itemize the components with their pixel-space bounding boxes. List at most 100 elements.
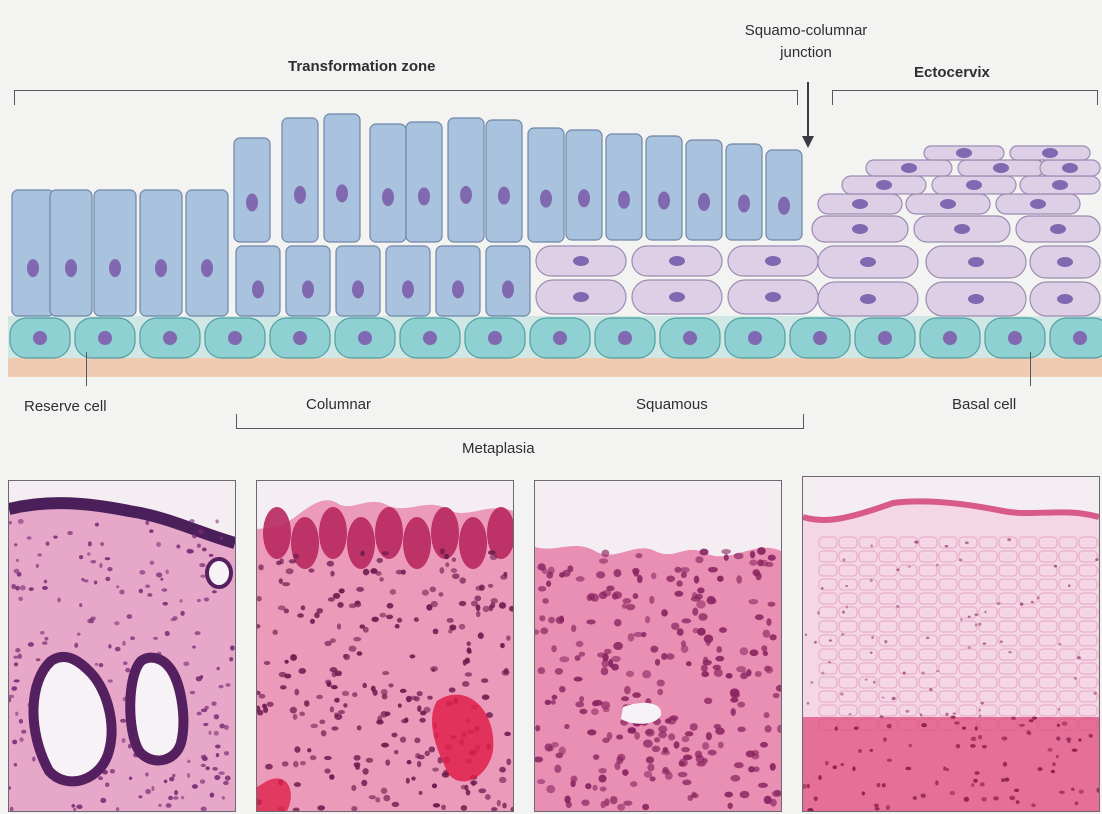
stained-nucleus xyxy=(328,597,335,601)
stained-nucleus xyxy=(649,596,654,604)
stained-nucleus xyxy=(284,660,288,664)
stained-nucleus xyxy=(571,625,576,633)
stained-nucleus xyxy=(724,554,729,561)
nucleus xyxy=(940,199,956,209)
stained-nucleus xyxy=(846,606,848,609)
stained-nucleus xyxy=(79,555,83,559)
stained-nucleus xyxy=(211,701,216,706)
stained-nucleus xyxy=(127,614,133,619)
nucleus xyxy=(252,280,264,298)
stained-nucleus xyxy=(542,598,549,604)
stained-nucleus xyxy=(770,763,776,771)
columnar-cell xyxy=(12,190,54,316)
stained-nucleus xyxy=(545,700,551,705)
nucleus xyxy=(748,331,762,345)
stained-nucleus xyxy=(607,732,613,740)
stained-nucleus xyxy=(680,567,690,573)
stained-nucleus xyxy=(149,529,153,533)
stained-nucleus xyxy=(32,756,35,761)
stained-nucleus xyxy=(478,632,484,639)
stained-nucleus xyxy=(724,792,733,798)
stained-nucleus xyxy=(731,691,740,698)
stained-nucleus xyxy=(187,760,190,764)
stained-nucleus xyxy=(357,725,362,730)
stained-nucleus xyxy=(686,661,692,666)
stained-nucleus xyxy=(179,599,182,603)
stained-nucleus xyxy=(1072,748,1078,751)
stained-nucleus xyxy=(1005,778,1010,782)
stained-nucleus xyxy=(665,772,673,780)
stained-nucleus xyxy=(758,783,768,788)
stained-nucleus xyxy=(875,807,880,811)
nucleus xyxy=(1052,180,1068,190)
stained-nucleus xyxy=(87,552,91,556)
stained-nucleus xyxy=(576,641,584,647)
stained-nucleus xyxy=(951,716,956,719)
stained-nucleus xyxy=(452,557,456,562)
stained-nucleus xyxy=(222,796,225,799)
stained-nucleus xyxy=(183,661,189,666)
stained-nucleus xyxy=(431,601,438,607)
stained-nucleus xyxy=(828,661,831,663)
stained-nucleus xyxy=(635,553,642,558)
stained-nucleus xyxy=(36,658,41,661)
stained-nucleus xyxy=(166,803,172,808)
nucleus xyxy=(33,331,47,345)
stained-nucleus xyxy=(73,808,76,811)
stained-nucleus xyxy=(119,590,124,595)
stained-nucleus xyxy=(617,804,625,811)
stained-nucleus xyxy=(170,618,176,621)
stained-nucleus xyxy=(330,706,334,712)
stained-nucleus xyxy=(884,640,887,643)
stained-nucleus xyxy=(1095,558,1098,561)
stained-nucleus xyxy=(708,750,717,756)
stained-nucleus xyxy=(740,647,749,655)
stained-nucleus xyxy=(67,531,73,535)
stained-nucleus xyxy=(329,774,334,780)
stained-nucleus xyxy=(579,709,587,715)
stained-nucleus xyxy=(714,669,723,677)
stained-nucleus xyxy=(331,726,338,730)
stained-nucleus xyxy=(467,641,471,646)
stained-nucleus xyxy=(676,580,682,586)
stained-nucleus xyxy=(369,795,376,799)
stained-nucleus xyxy=(575,701,584,707)
nucleus xyxy=(460,186,472,204)
stained-nucleus xyxy=(974,614,978,616)
stained-nucleus xyxy=(352,692,357,697)
stained-nucleus xyxy=(331,685,338,689)
stained-nucleus xyxy=(718,742,724,749)
stained-nucleus xyxy=(979,709,981,712)
stained-nucleus xyxy=(57,598,60,603)
stained-nucleus xyxy=(691,596,701,601)
nucleus xyxy=(452,280,464,298)
stained-nucleus xyxy=(1014,789,1019,792)
stained-nucleus xyxy=(95,663,98,666)
stained-nucleus xyxy=(150,561,155,565)
stained-nucleus xyxy=(304,700,310,707)
stained-nucleus xyxy=(768,602,776,607)
stained-nucleus xyxy=(768,555,776,561)
stained-nucleus xyxy=(645,616,650,623)
stained-nucleus xyxy=(840,763,844,766)
stained-nucleus xyxy=(196,676,202,681)
stained-nucleus xyxy=(548,567,555,575)
stained-nucleus xyxy=(654,737,660,742)
stained-nucleus xyxy=(634,732,640,740)
stained-nucleus xyxy=(644,771,652,778)
stained-nucleus xyxy=(971,783,975,787)
stained-nucleus xyxy=(324,768,330,773)
stained-nucleus xyxy=(225,775,231,780)
stained-nucleus xyxy=(16,559,19,562)
stained-nucleus xyxy=(922,672,925,675)
stained-nucleus xyxy=(697,587,704,593)
columnar-label: Columnar xyxy=(306,396,371,413)
stained-nucleus xyxy=(406,778,410,784)
stained-nucleus xyxy=(681,645,689,653)
nucleus xyxy=(201,259,213,277)
stained-nucleus xyxy=(114,621,119,625)
columnar-tuft xyxy=(347,517,375,569)
stained-nucleus xyxy=(145,520,149,525)
stained-nucleus xyxy=(695,556,703,563)
stained-nucleus xyxy=(40,631,45,635)
